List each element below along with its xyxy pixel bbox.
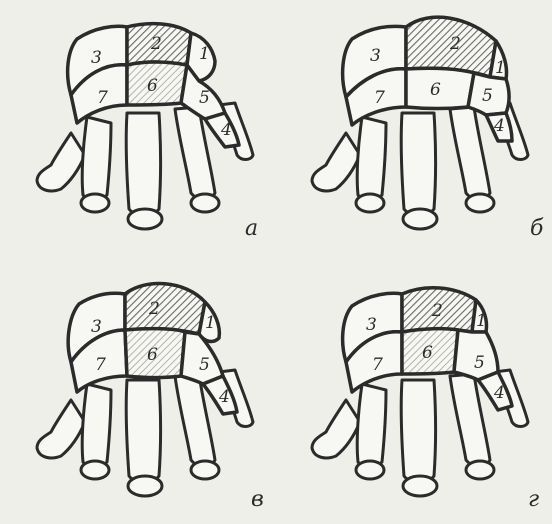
panel-g: 3 2 1 7 6 5 4 г: [312, 288, 539, 512]
panel-letter: г: [528, 487, 539, 512]
zone-3-label: 3: [91, 317, 102, 337]
panel-b: 3 2 1 7 6 5 4 б: [312, 17, 544, 241]
zone-1-label: 1: [205, 313, 216, 333]
panel-letter: в: [251, 487, 264, 512]
zone-6-label: 6: [422, 343, 433, 363]
zone-7-label: 7: [372, 355, 383, 375]
zone-1-label: 1: [199, 44, 210, 64]
zone-3-label: 3: [91, 48, 102, 68]
zone-7-label: 7: [374, 88, 385, 108]
zone-3-label: 3: [366, 315, 377, 335]
zone-1-label: 1: [495, 58, 506, 78]
zone-5-label: 5: [199, 88, 210, 108]
zone-2-label: 2: [150, 34, 162, 54]
zone-4-label: 4: [493, 383, 505, 403]
zone-6-label: 6: [147, 76, 158, 96]
zone-2-label: 2: [449, 34, 461, 54]
zone-5-label: 5: [474, 353, 485, 373]
zone-6-label: 6: [430, 80, 441, 100]
zone-1-label: 1: [476, 311, 487, 331]
zone-6-label: 6: [147, 345, 158, 365]
zone-2-label: 2: [431, 301, 443, 321]
zone-5-label: 5: [199, 355, 210, 375]
zone-4-label: 4: [493, 116, 505, 136]
zone-3-label: 3: [370, 46, 381, 66]
panel-letter: б: [530, 216, 544, 241]
zone-2-label: 2: [148, 299, 160, 319]
zone-4-label: 4: [218, 387, 230, 407]
zone-7-label: 7: [95, 355, 106, 375]
zone-7-label: 7: [97, 88, 108, 108]
panel-a: 3 2 1 7 6 5 4 а: [37, 24, 258, 241]
zone-2: [125, 284, 205, 334]
panel-letter: а: [245, 216, 258, 241]
panel-v: 3 2 1 7 6 5 4 в: [37, 284, 264, 512]
zone-4-label: 4: [220, 120, 232, 140]
zone-5-label: 5: [482, 86, 493, 106]
